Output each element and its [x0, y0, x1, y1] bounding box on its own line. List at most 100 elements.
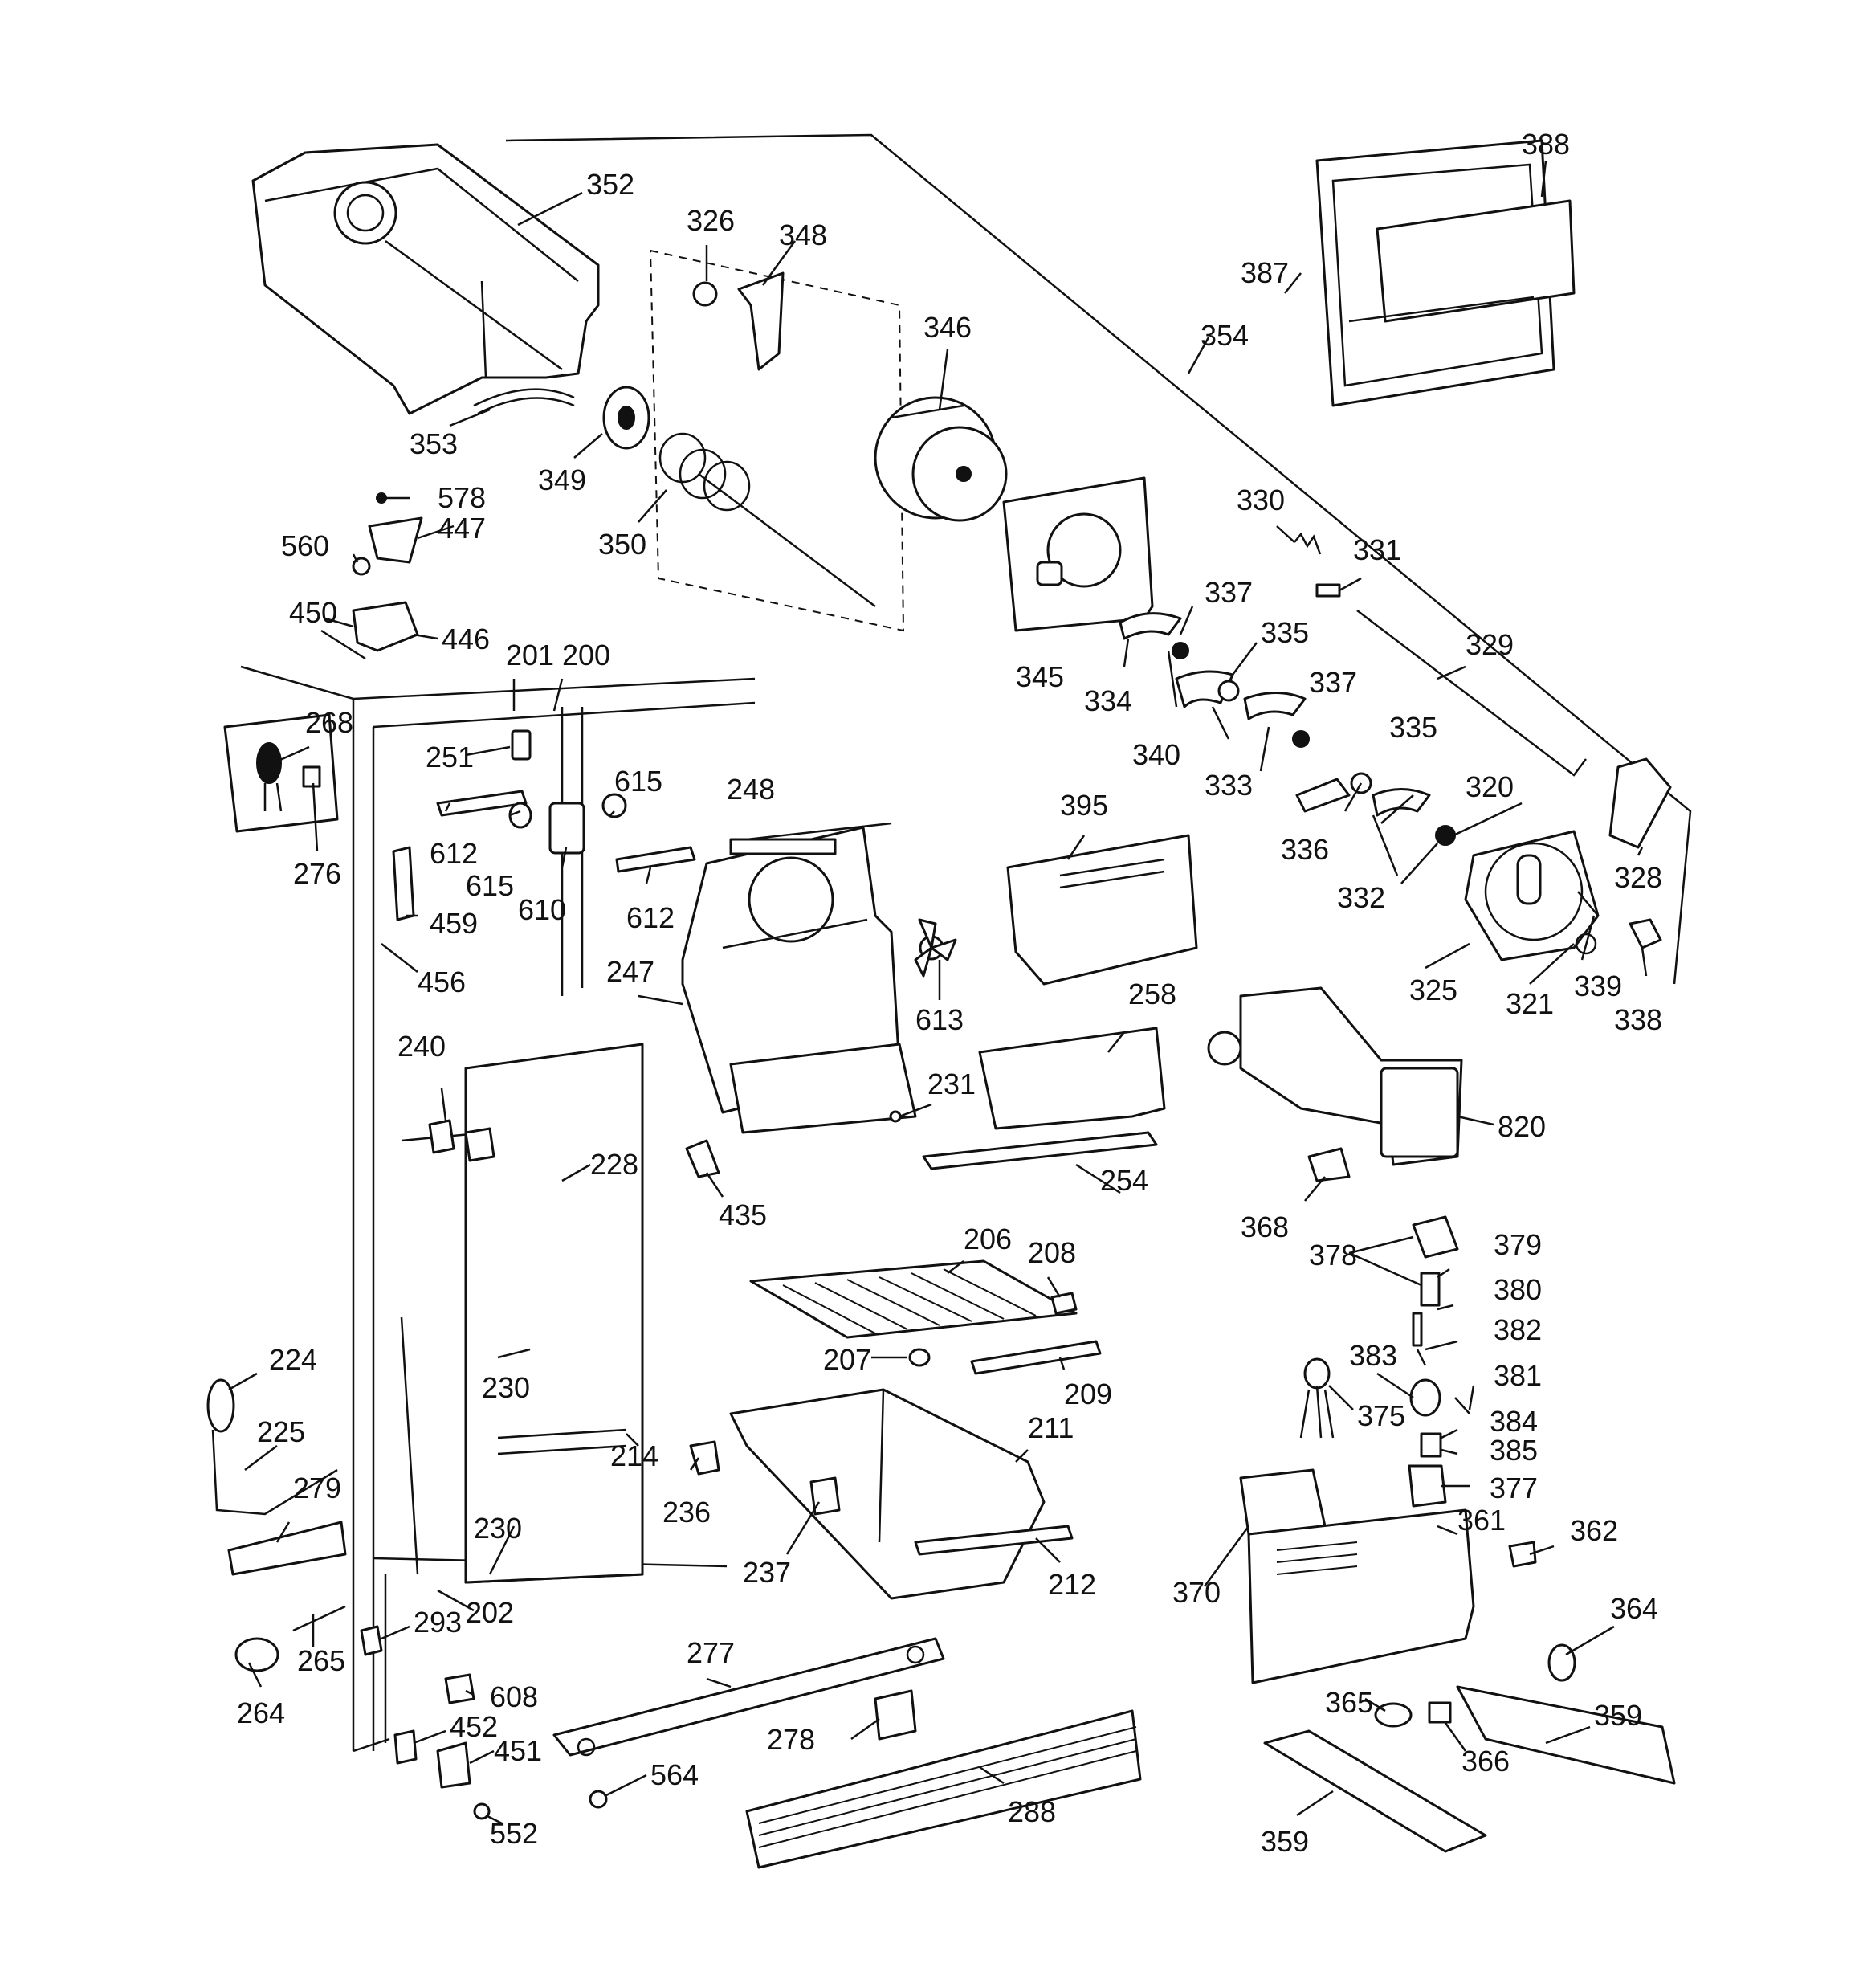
callout-381: 381	[1494, 1359, 1542, 1392]
callout-211: 211	[1028, 1411, 1074, 1444]
callout-237: 237	[743, 1556, 791, 1589]
callout-346: 346	[923, 311, 972, 344]
stop-207	[908, 1348, 931, 1367]
callout-labels: 352 326 348 346 388 387 354 353 349 350 …	[237, 128, 1662, 1858]
tube-225	[206, 1378, 338, 1516]
callout-333: 333	[1205, 769, 1253, 802]
axle-265	[292, 1605, 346, 1632]
icemaker	[1207, 986, 1463, 1166]
callout-359: 359	[1261, 1825, 1309, 1858]
callout-225: 225	[257, 1415, 305, 1448]
dispenser-bracket-361	[1247, 1508, 1475, 1684]
hinge-293	[360, 1625, 383, 1656]
cover-348	[737, 271, 785, 371]
callout-334: 334	[1084, 684, 1132, 717]
callout-552: 552	[490, 1817, 538, 1850]
callout-447: 447	[438, 512, 486, 545]
crusher-housing-346	[874, 396, 1008, 522]
shelf-206	[749, 1259, 1078, 1339]
callout-214: 214	[610, 1439, 658, 1472]
callout-350: 350	[598, 528, 646, 561]
callout-370: 370	[1172, 1576, 1221, 1609]
callout-383: 383	[1349, 1339, 1397, 1372]
callout-230: 230	[474, 1512, 522, 1545]
crusher-plate-345	[1002, 476, 1154, 632]
trim-254	[922, 1131, 1158, 1170]
callout-320: 320	[1466, 770, 1514, 803]
clip-331	[1315, 583, 1341, 598]
callout-820: 820	[1498, 1110, 1546, 1143]
auger-350	[658, 432, 876, 607]
callout-331: 331	[1353, 533, 1401, 566]
callout-365: 365	[1325, 1686, 1373, 1719]
callout-231: 231	[927, 1067, 976, 1100]
callout-277: 277	[687, 1636, 735, 1669]
callout-339: 339	[1574, 970, 1622, 1002]
callout-228: 228	[590, 1148, 638, 1181]
callout-359: 359	[1594, 1699, 1642, 1732]
leader-lines	[228, 160, 1648, 1825]
callout-251: 251	[426, 741, 474, 774]
callout-268: 268	[305, 706, 353, 739]
clip-278	[874, 1689, 917, 1741]
latch-236	[689, 1440, 720, 1476]
callout-329: 329	[1466, 628, 1514, 661]
callout-240: 240	[397, 1030, 446, 1063]
callout-332: 332	[1337, 881, 1385, 914]
callout-288: 288	[1008, 1795, 1056, 1828]
roller-264	[234, 1637, 279, 1672]
bracket-368	[1307, 1147, 1351, 1182]
callout-209: 209	[1064, 1378, 1112, 1410]
crusher-blades	[1119, 612, 1456, 846]
bracket-435	[685, 1139, 720, 1178]
callout-446: 446	[442, 623, 490, 655]
callout-364: 364	[1610, 1592, 1658, 1625]
callout-560: 560	[281, 529, 329, 562]
callout-459: 459	[430, 907, 478, 940]
callout-435: 435	[719, 1198, 767, 1231]
shelf-support-208	[1050, 1292, 1078, 1315]
callout-348: 348	[779, 218, 827, 251]
callout-230: 230	[482, 1371, 530, 1404]
auger-bushing-349	[602, 386, 650, 450]
callout-384: 384	[1490, 1405, 1538, 1438]
callout-612: 612	[430, 837, 478, 870]
solenoid-parts	[1408, 1272, 1470, 1508]
callout-279: 279	[293, 1472, 341, 1504]
light-shield-258	[978, 1027, 1166, 1130]
solenoid-379	[1412, 1215, 1459, 1259]
rail-279	[227, 1521, 347, 1576]
callout-337: 337	[1205, 576, 1253, 609]
callout-387: 387	[1241, 256, 1289, 289]
nut-366	[1428, 1701, 1452, 1724]
callout-452: 452	[450, 1710, 498, 1743]
callout-264: 264	[237, 1696, 285, 1729]
clip-608	[444, 1673, 475, 1704]
callout-247: 247	[606, 955, 654, 988]
callout-375: 375	[1357, 1399, 1405, 1432]
callout-349: 349	[538, 463, 586, 496]
callout-361: 361	[1457, 1504, 1506, 1537]
fan-613	[914, 918, 957, 978]
grommet-364	[1547, 1643, 1576, 1682]
callout-340: 340	[1132, 738, 1180, 771]
callout-378: 378	[1309, 1239, 1357, 1272]
screw-552	[473, 1802, 491, 1820]
clip-362	[1508, 1541, 1537, 1568]
callout-615: 615	[614, 765, 662, 798]
callout-610: 610	[518, 893, 566, 926]
hinge-451	[436, 1741, 471, 1789]
callout-212: 212	[1048, 1568, 1096, 1601]
callout-377: 377	[1490, 1472, 1538, 1504]
washer-326	[692, 281, 718, 307]
callout-338: 338	[1614, 1003, 1662, 1036]
callout-201: 201	[506, 639, 554, 672]
shelf-trim-209	[970, 1340, 1102, 1375]
callout-325: 325	[1409, 974, 1457, 1006]
trim-359-left	[1263, 1729, 1487, 1853]
callout-382: 382	[1494, 1313, 1542, 1346]
callout-353: 353	[410, 427, 458, 460]
boundary-lines	[505, 133, 1692, 985]
plate-268	[223, 713, 339, 833]
